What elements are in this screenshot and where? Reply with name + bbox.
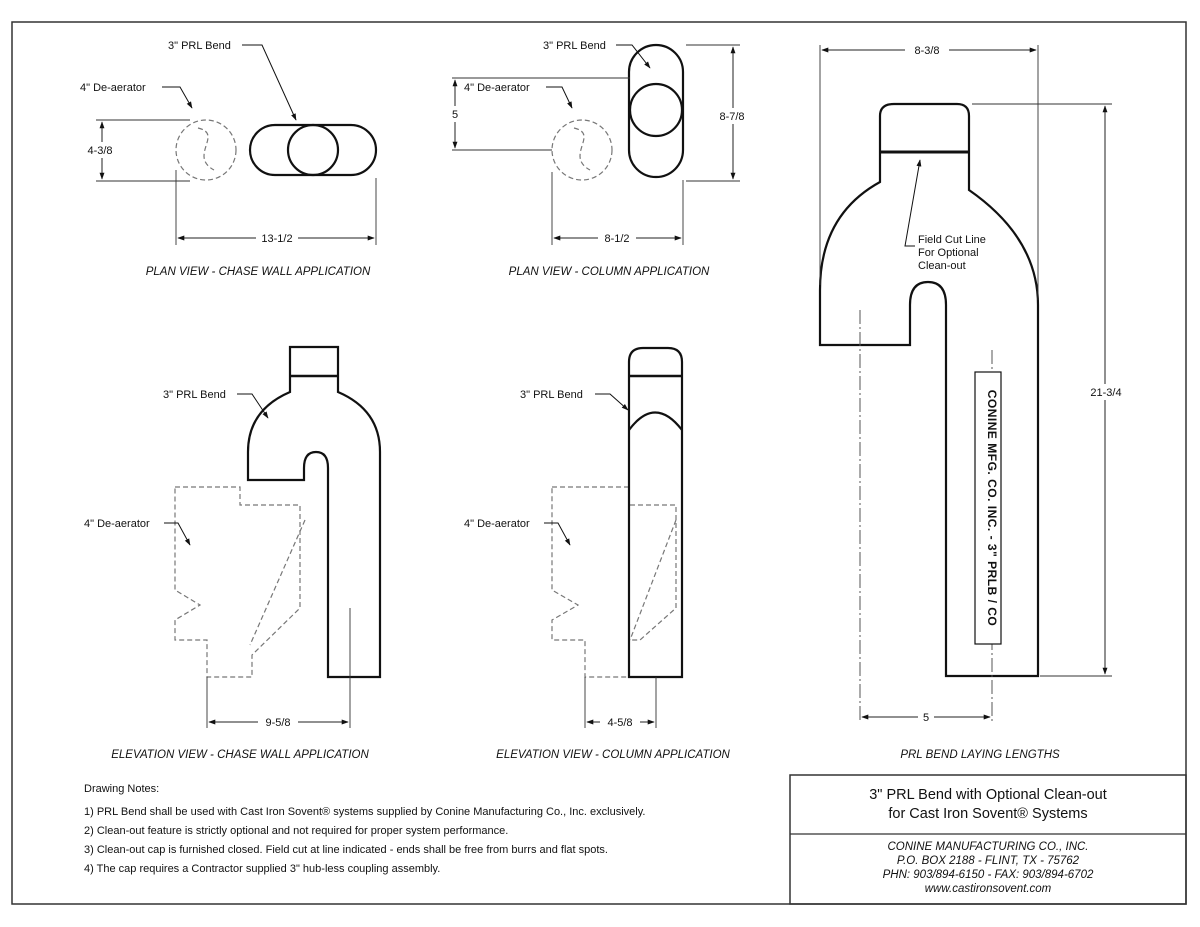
prl-bend-outline <box>248 123 378 177</box>
title-block: 3" PRL Bend with Optional Clean-out for … <box>789 774 1187 905</box>
bend-label: 3" PRL Bend <box>520 389 583 401</box>
deaerator-label: 4" De-aerator <box>80 82 146 94</box>
note-3: 3) Clean-out cap is furnished closed. Fi… <box>84 844 608 856</box>
bend-arc <box>628 411 683 431</box>
elevation-view-chase-wall: 9-5/8 3" PRL Bend 4" De-aerator ELEVATIO… <box>84 345 382 761</box>
company-website: www.castironsovent.com <box>925 883 1052 895</box>
marking-plate <box>974 371 1002 645</box>
bend-label: 3" PRL Bend <box>543 40 606 52</box>
cut-line-label-2: For Optional <box>918 247 979 259</box>
title-block-frame <box>789 774 1187 905</box>
note-4: 4) The cap requires a Contractor supplie… <box>84 863 440 875</box>
dim-width: 4-5/8 <box>607 717 632 729</box>
cut-line-label-1: Field Cut Line <box>918 234 986 246</box>
dim-width: 8-1/2 <box>604 233 629 245</box>
prl-bend-elevation <box>627 346 684 679</box>
marking-text: CONINE MFG. CO. INC. - 3" PRLB / CO <box>985 390 999 627</box>
notes-heading: Drawing Notes: <box>84 783 159 795</box>
prl-bend-outline <box>627 43 685 179</box>
drawing-notes: Drawing Notes: 1) PRL Bend shall be used… <box>84 783 645 875</box>
deaerator-wave <box>573 127 591 171</box>
caption: ELEVATION VIEW - CHASE WALL APPLICATION <box>111 749 369 761</box>
cut-line-label-3: Clean-out <box>918 260 966 272</box>
prl-bend-port <box>628 82 684 138</box>
deaerator-outline <box>551 486 677 678</box>
dim-height: 4-3/8 <box>87 145 112 157</box>
deaerator-wave <box>197 127 215 171</box>
bend-label: 3" PRL Bend <box>168 40 231 52</box>
note-1: 1) PRL Bend shall be used with Cast Iron… <box>84 806 645 818</box>
plan-view-column: 8-1/2 5 8-7/8 3" PRL Bend 4" De-aerator … <box>447 40 752 278</box>
company-phone: PHN: 903/894-6150 - FAX: 903/894-6702 <box>883 869 1094 881</box>
caption: PLAN VIEW - COLUMN APPLICATION <box>509 266 710 278</box>
prl-bend-profile <box>818 102 1040 678</box>
dim-offset: 5 <box>452 109 458 121</box>
sheet-border <box>11 21 1187 905</box>
deaerator-outline <box>174 486 301 678</box>
deaerator-label: 4" De-aerator <box>84 518 150 530</box>
title-line-2: for Cast Iron Sovent® Systems <box>888 806 1087 822</box>
plan-view-chase-wall: 13-1/2 4-3/8 3" PRL Bend 4" De-aerator P… <box>80 40 378 278</box>
dim-top: 8-3/8 <box>914 45 939 57</box>
deaerator-label: 4" De-aerator <box>464 82 530 94</box>
prl-bend-elevation <box>246 345 382 679</box>
elevation-view-column: 4-5/8 3" PRL Bend 4" De-aerator ELEVATIO… <box>464 346 731 761</box>
dim-height: 21-3/4 <box>1090 387 1121 399</box>
caption: ELEVATION VIEW - COLUMN APPLICATION <box>496 749 730 761</box>
dim-width: 13-1/2 <box>261 233 292 245</box>
deaerator-label: 4" De-aerator <box>464 518 530 530</box>
deaerator-outline <box>175 119 237 181</box>
bend-label: 3" PRL Bend <box>163 389 226 401</box>
caption: PRL BEND LAYING LENGTHS <box>900 749 1060 761</box>
company-address: P.O. BOX 2188 - FLINT, TX - 75762 <box>897 855 1080 867</box>
note-2: 2) Clean-out feature is strictly optiona… <box>84 825 508 837</box>
dim-bottom: 5 <box>923 712 929 724</box>
dim-height: 8-7/8 <box>719 111 744 123</box>
title-line-1: 3" PRL Bend with Optional Clean-out <box>869 787 1107 803</box>
prl-bend-port <box>286 123 340 177</box>
dim-width: 9-5/8 <box>265 717 290 729</box>
caption: PLAN VIEW - CHASE WALL APPLICATION <box>146 266 371 278</box>
prl-bend-laying-lengths: CONINE MFG. CO. INC. - 3" PRLB / CO 8-3/… <box>818 42 1127 761</box>
company-name: CONINE MANUFACTURING CO., INC. <box>887 841 1088 853</box>
deaerator-outline <box>551 119 613 181</box>
